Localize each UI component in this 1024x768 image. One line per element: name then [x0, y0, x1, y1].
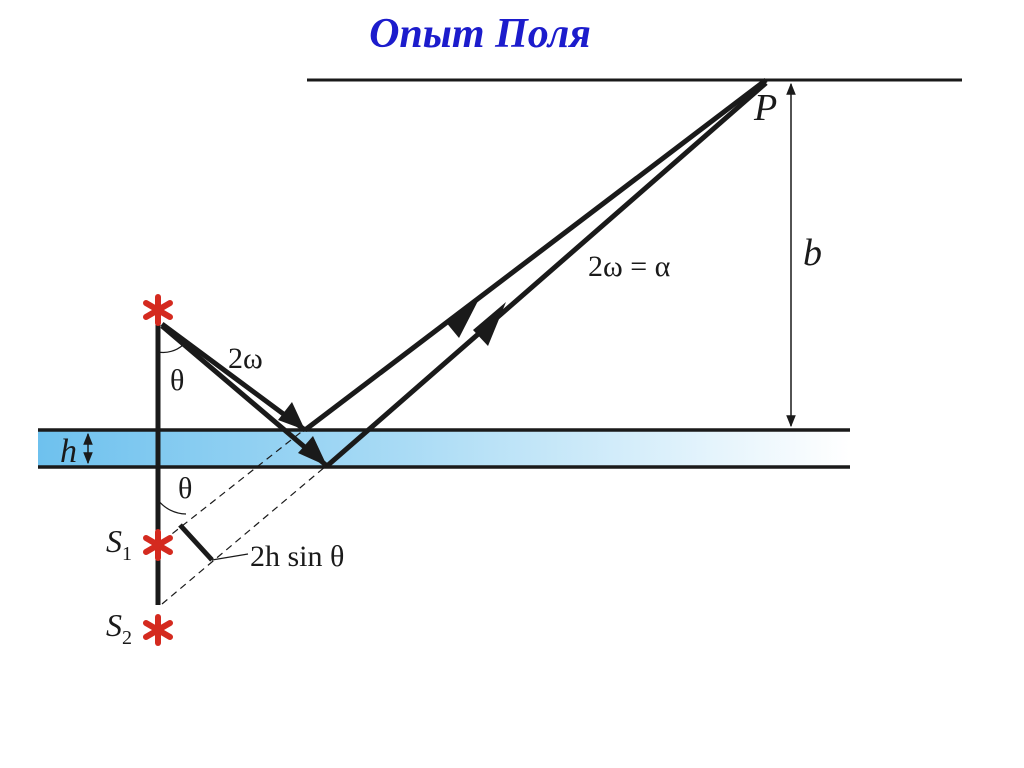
reflected-ray-2 [325, 81, 768, 468]
reflected-ray-1 [303, 78, 768, 432]
source2-label: S2 [106, 607, 132, 649]
angle-top-label: θ [170, 364, 184, 397]
dashed-line-s1 [162, 428, 306, 542]
incident-ray-2 [160, 324, 329, 468]
path-difference-segment [178, 523, 214, 562]
incidence-angle-label: 2ω [228, 342, 263, 375]
reflected-arrowhead-2 [473, 302, 506, 346]
incident-arrowhead-2 [298, 436, 327, 466]
angle-arc-bottom [157, 499, 187, 515]
point-label: P [753, 87, 777, 129]
slide-title: Опыт Поля [369, 11, 591, 57]
incident-arrowhead-1 [278, 402, 305, 430]
path-difference-label: 2h sin θ [250, 540, 344, 573]
incident-ray-1 [160, 321, 307, 433]
thickness-label: h [60, 433, 77, 470]
angle-arc-top [157, 344, 184, 354]
source-s1-icon [143, 529, 173, 561]
distance-label: b [803, 232, 822, 274]
source-top-icon [143, 294, 173, 326]
angle-equation-label: 2ω = α [588, 250, 671, 283]
reflected-arrowhead-1 [445, 297, 480, 338]
source-s2-icon [143, 614, 173, 646]
source1-label: S1 [106, 523, 132, 565]
path-difference-leader [211, 553, 249, 561]
angle-bottom-label: θ [178, 472, 192, 505]
film-plate [38, 431, 850, 467]
